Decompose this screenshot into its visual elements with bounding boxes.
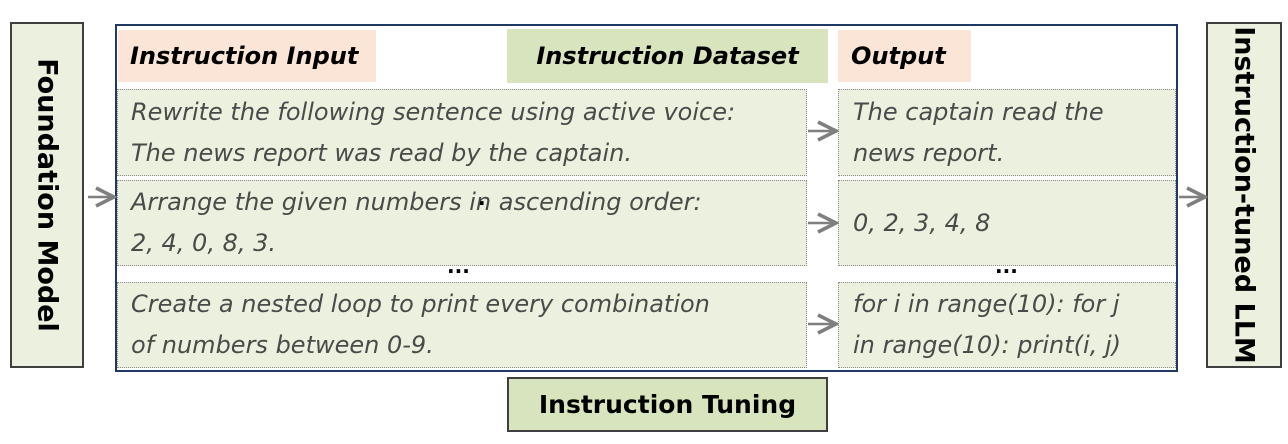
output-line: for i in range(10): for j: [853, 290, 1120, 318]
output-cell-2: 0, 2, 3, 4, 8: [838, 180, 1176, 266]
instruction-input-line: Create a nested loop to print every comb…: [131, 290, 710, 318]
output-cell-3: for i in range(10): for j in range(10): …: [838, 282, 1176, 368]
instruction-input-line: 2, 4, 0, 8, 3.: [131, 229, 277, 257]
instruction-input-header: Instruction Input: [118, 30, 376, 82]
instruction-input-line: Arrange the given numbers in ascending o…: [131, 188, 702, 216]
output-ellipsis: ...: [995, 254, 1018, 278]
output-line: The captain read the: [853, 97, 1104, 126]
output-line: news report.: [853, 138, 1005, 167]
output-line: 0, 2, 3, 4, 8: [853, 208, 991, 237]
instruction-input-line: of numbers between 0-9.: [131, 331, 434, 359]
input-ellipsis: ...: [447, 254, 470, 278]
instruction-input-cell-1: Rewrite the following sentence using act…: [117, 89, 807, 176]
foundation-model-box: Foundation Model: [10, 22, 84, 368]
output-header: Output: [838, 30, 971, 82]
instruction-input-cell-3: Create a nested loop to print every comb…: [117, 282, 807, 368]
instruction-input-line: The news report was read by the captain.: [131, 138, 632, 167]
instruction-tuning-label: Instruction Tuning: [507, 377, 828, 432]
output-cell-1: The captain read the news report.: [838, 89, 1176, 176]
output-line: in range(10): print(i, j): [853, 331, 1121, 359]
stray-dot: .: [478, 186, 486, 210]
instruction-dataset-header: Instruction Dataset: [507, 29, 828, 83]
instruction-input-line: Rewrite the following sentence using act…: [131, 97, 736, 126]
instruction-input-cell-2: Arrange the given numbers in ascending o…: [117, 180, 807, 266]
